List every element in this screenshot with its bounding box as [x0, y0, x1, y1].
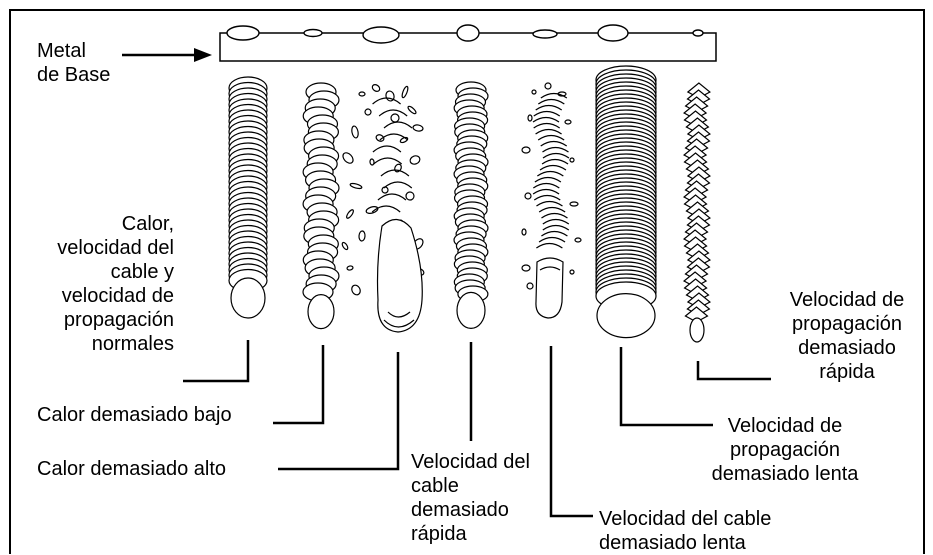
- leader-heat-low: [273, 345, 323, 423]
- weld-beads: [229, 66, 710, 342]
- label-travel-fast: Velocidad de propagación demasiado rápid…: [766, 288, 928, 384]
- leader-wire-slow: [551, 346, 593, 516]
- label-travel-slow: Velocidad de propagación demasiado lenta: [705, 414, 865, 486]
- base-metal-arrow-head: [194, 48, 212, 62]
- bead-normal: [229, 77, 267, 318]
- bead-heat-high: [341, 83, 425, 332]
- leader-normal: [183, 340, 248, 381]
- bead-travel-slow: [596, 66, 656, 338]
- bead-heat-low: [303, 83, 339, 329]
- bead-wire-slow: [522, 83, 581, 318]
- leader-travel-slow: [621, 347, 713, 425]
- label-normal: Calor, velocidad del cable y velocidad d…: [20, 212, 174, 356]
- bead-travel-fast: [684, 83, 710, 342]
- label-heat-high: Calor demasiado alto: [37, 457, 226, 481]
- base-metal-label: Metal de Base: [37, 39, 110, 87]
- label-heat-low: Calor demasiado bajo: [37, 403, 232, 427]
- bead-wire-fast: [454, 82, 488, 328]
- label-wire-slow: Velocidad del cable demasiado lenta: [599, 507, 771, 555]
- leader-travel-fast: [698, 361, 771, 379]
- label-wire-fast: Velocidad del cable demasiado rápida: [411, 450, 530, 546]
- leader-heat-high: [278, 352, 398, 469]
